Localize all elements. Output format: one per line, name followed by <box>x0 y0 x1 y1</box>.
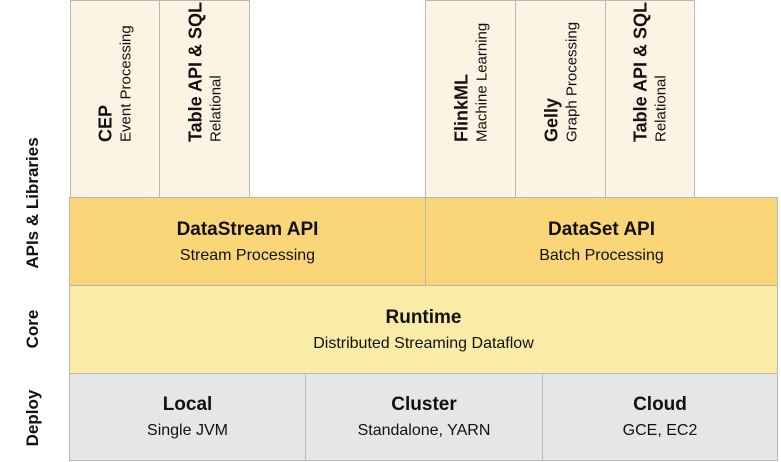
row-label-core: Core <box>0 286 66 372</box>
library-flinkml-label: FlinkML Machine Learning <box>450 23 491 142</box>
deploy-local-title: Local <box>162 394 213 416</box>
dataset-api-subtitle: Batch Processing <box>539 246 664 264</box>
row-label-apis-libraries-text: APIs & Libraries <box>23 136 42 269</box>
library-cep-subtitle: Event Processing <box>116 25 134 142</box>
deploy-cluster-subtitle: Standalone, YARN <box>357 422 491 440</box>
row-label-core-text: Core <box>23 309 42 349</box>
library-table-api-batch-subtitle: Relational <box>651 75 669 142</box>
library-gelly-title: Gelly <box>540 97 561 142</box>
library-table-api-batch-label: Table API & SQL Relational <box>629 2 670 142</box>
dataset-api-title: DataSet API <box>548 218 655 240</box>
deploy-local-block: Local Single JVM <box>69 373 306 461</box>
row-label-deploy: Deploy <box>0 374 66 462</box>
library-table-api-stream-title: Table API & SQL <box>184 1 205 142</box>
library-table-api-stream: Table API & SQL Relational <box>159 0 250 198</box>
runtime-subtitle: Distributed Streaming Dataflow <box>313 334 534 352</box>
runtime-block: Runtime Distributed Streaming Dataflow <box>69 285 778 374</box>
library-cep-label: CEP Event Processing <box>94 25 135 142</box>
deploy-cloud-subtitle: GCE, EC2 <box>622 422 698 440</box>
library-table-api-stream-label: Table API & SQL Relational <box>184 2 225 142</box>
runtime-title: Runtime <box>385 306 462 328</box>
library-table-api-stream-subtitle: Relational <box>206 75 224 142</box>
library-cep-title: CEP <box>95 104 116 142</box>
library-gelly-subtitle: Graph Processing <box>562 21 580 142</box>
library-table-api-batch-title: Table API & SQL <box>630 1 651 142</box>
deploy-cloud-block: Cloud GCE, EC2 <box>542 373 778 461</box>
dataset-api-block: DataSet API Batch Processing <box>425 197 778 286</box>
deploy-cluster-block: Cluster Standalone, YARN <box>305 373 543 461</box>
datastream-api-block: DataStream API Stream Processing <box>69 197 426 286</box>
deploy-cloud-title: Cloud <box>633 394 687 416</box>
library-flinkml: FlinkML Machine Learning <box>425 0 516 198</box>
library-flinkml-subtitle: Machine Learning <box>472 22 490 142</box>
library-gelly: Gelly Graph Processing <box>515 0 606 198</box>
library-gelly-label: Gelly Graph Processing <box>540 22 581 142</box>
library-table-api-batch: Table API & SQL Relational <box>605 0 695 198</box>
datastream-api-subtitle: Stream Processing <box>179 246 316 264</box>
deploy-local-subtitle: Single JVM <box>147 422 228 440</box>
deploy-cluster-title: Cluster <box>391 394 457 416</box>
library-cep: CEP Event Processing <box>70 0 160 198</box>
row-label-apis-libraries: APIs & Libraries <box>0 120 66 285</box>
row-label-deploy-text: Deploy <box>23 389 42 447</box>
library-flinkml-title: FlinkML <box>450 73 471 142</box>
datastream-api-title: DataStream API <box>176 218 319 240</box>
